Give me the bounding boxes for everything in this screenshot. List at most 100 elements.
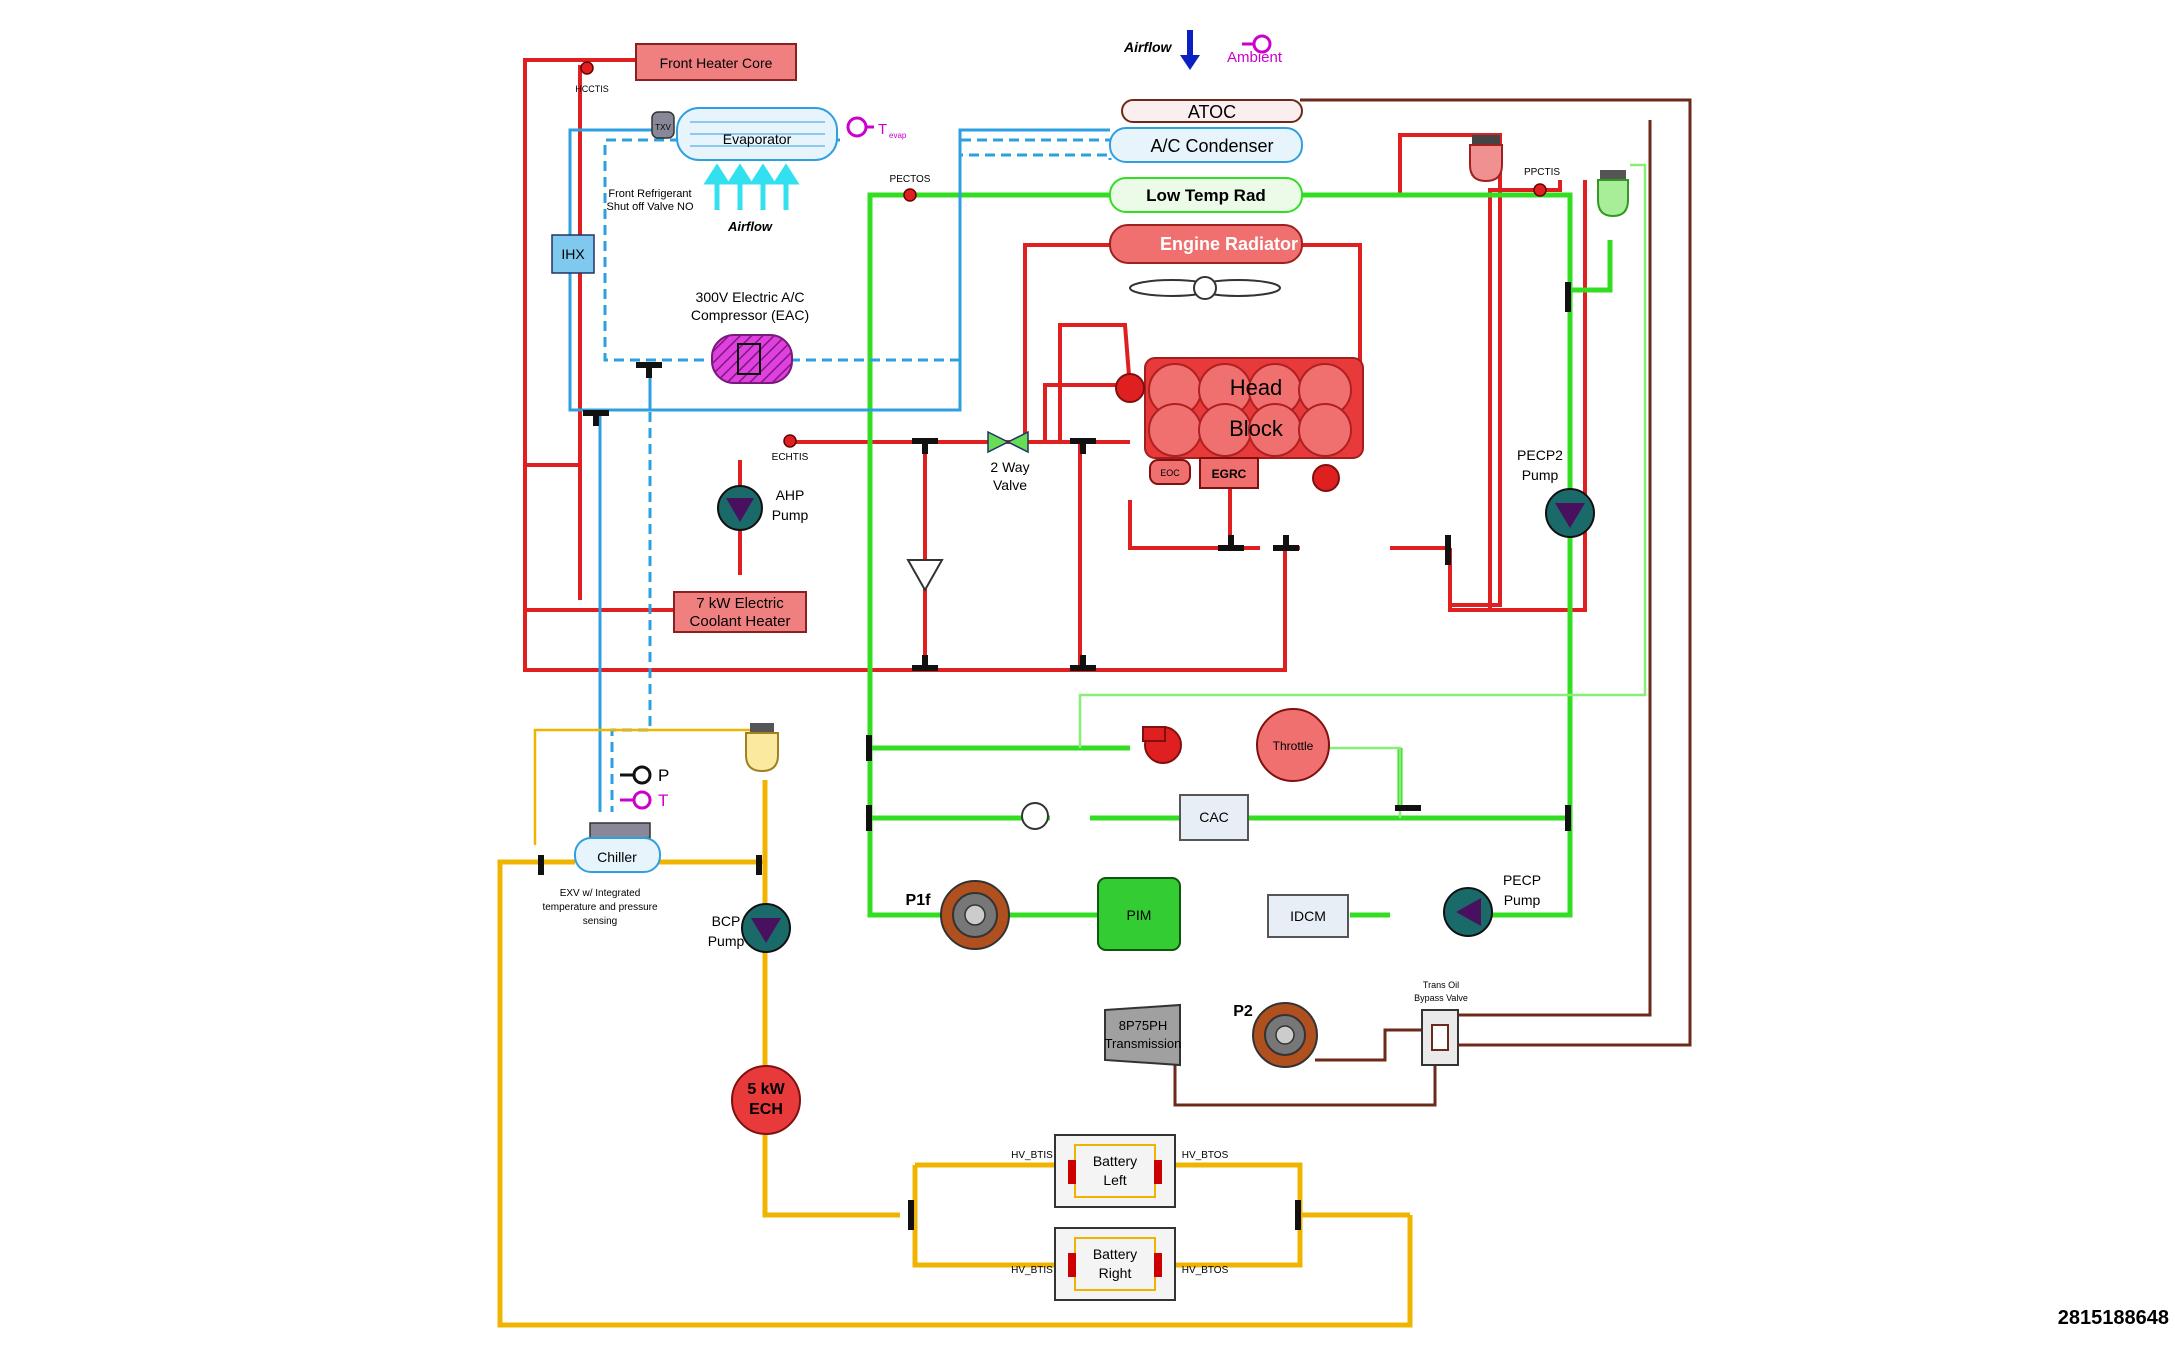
- idcm[interactable]: IDCM: [1267, 894, 1349, 938]
- exv-label-line2: temperature and pressure: [542, 902, 658, 913]
- ech5-label-line1: 5 kW: [747, 1081, 785, 1098]
- figure-id: 2815188648: [2057, 1307, 2169, 1329]
- ppctis-label: PPCTIS: [1524, 167, 1560, 178]
- engine-radiator-label: Engine Radiator: [1160, 234, 1298, 254]
- low-temp-rad-label: Low Temp Rad: [1146, 186, 1266, 205]
- atoc[interactable]: ATOC: [1121, 99, 1303, 123]
- airflow-top-arrow: [1180, 30, 1200, 70]
- txv-label: TXV: [655, 123, 671, 132]
- p1f-label: P1f: [906, 892, 932, 909]
- pectos-label: PECTOS: [890, 174, 931, 185]
- throttle[interactable]: Throttle: [1256, 708, 1330, 782]
- t-evap-sensor: T evap: [846, 116, 907, 140]
- battery-right-label-line2: Right: [1099, 1265, 1132, 1281]
- bcp-label-line1: BCP: [712, 913, 741, 929]
- evaporator[interactable]: Evaporator: [676, 107, 838, 161]
- p-sensor-label: P: [658, 766, 669, 785]
- cac-label: CAC: [1199, 809, 1229, 825]
- battery-left-label-line2: Left: [1103, 1172, 1126, 1188]
- low-temp-rad[interactable]: Low Temp Rad: [1109, 177, 1303, 213]
- hcctis-sensor: HCCTIS: [575, 61, 609, 94]
- p1f-motor[interactable]: P1f: [906, 880, 1010, 950]
- front-heater-core-label: Front Heater Core: [660, 55, 773, 71]
- head-label: Head: [1230, 375, 1283, 400]
- pe-coolant-thin-lines: [1078, 163, 1647, 818]
- hv-btis-1-label: HV_BTIS: [1011, 1150, 1053, 1161]
- eoc-label: EOC: [1160, 468, 1180, 478]
- battery-right[interactable]: Battery Right HV_BTIS HV_BTOS: [1011, 1227, 1229, 1301]
- eoc-cooler[interactable]: EOC: [1149, 459, 1191, 485]
- idcm-label: IDCM: [1290, 908, 1326, 924]
- airflow-top-label: Airflow: [1123, 39, 1173, 55]
- engine-degas-bottle: [1469, 135, 1503, 183]
- battery-right-label-line1: Battery: [1093, 1246, 1137, 1262]
- trans-label-line1: 8P75PH: [1119, 1018, 1167, 1033]
- t-evap-subscript: evap: [889, 131, 907, 140]
- trans-valve-label-line1: Trans Oil: [1423, 980, 1459, 990]
- egrc-label: EGRC: [1212, 467, 1247, 481]
- ech5-label-line2: ECH: [749, 1101, 783, 1118]
- bcp-pump[interactable]: BCP Pump: [708, 903, 791, 953]
- temperature-sensor: T: [620, 790, 668, 810]
- bcp-label-line2: Pump: [708, 933, 745, 949]
- check-valve-cac: [1021, 802, 1049, 830]
- battery-left[interactable]: Battery Left HV_BTIS HV_BTOS: [1011, 1134, 1229, 1208]
- front-heater-core[interactable]: Front Heater Core: [635, 43, 797, 81]
- ech7-label-line2: Coolant Heater: [690, 613, 791, 630]
- eac-compressor-label: 300V Electric A/C Compressor (EAC): [691, 289, 809, 323]
- ech7-label-line1: 7 kW Electric: [696, 595, 784, 612]
- engine-radiator[interactable]: Engine Radiator: [1109, 224, 1303, 264]
- hv-btis-2-label: HV_BTIS: [1011, 1265, 1053, 1276]
- pectos-sensor: PECTOS: [890, 174, 931, 202]
- pressure-sensor: P: [620, 765, 669, 785]
- two-way-valve[interactable]: 2 Way Valve: [987, 430, 1030, 493]
- egrc-cooler[interactable]: EGRC: [1199, 457, 1259, 489]
- airflow-evap-label: Airflow: [727, 219, 773, 234]
- hv-btos-2-label: HV_BTOS: [1182, 1265, 1229, 1276]
- hv-btos-1-label: HV_BTOS: [1182, 1150, 1229, 1161]
- engine-thermostat: [1312, 464, 1340, 492]
- evaporator-label: Evaporator: [723, 131, 792, 147]
- battery-degas-bottle: [745, 723, 779, 773]
- eac-label-line2: Compressor (EAC): [691, 307, 809, 323]
- front-valve-label-line2: Shut off Valve NO: [606, 201, 693, 213]
- electric-coolant-heater-7kw[interactable]: 7 kW Electric Coolant Heater: [673, 591, 807, 633]
- hcctis-label: HCCTIS: [575, 84, 609, 94]
- battery-coolant-lines: [497, 780, 1413, 1328]
- pecp2-label-line2: Pump: [1522, 467, 1559, 483]
- txv-valve[interactable]: TXV: [651, 111, 675, 139]
- ahp-pump-label-line2: Pump: [772, 507, 809, 523]
- pecp2-pump[interactable]: PECP2 Pump: [1517, 447, 1595, 538]
- ech-5kw[interactable]: 5 kW ECH: [731, 1065, 801, 1135]
- refrigerant-dashed-lines: [603, 138, 1112, 812]
- tee-junctions: [538, 282, 1571, 1230]
- echtis-label: ECHTIS: [772, 452, 809, 463]
- pecp-pump[interactable]: PECP Pump: [1443, 872, 1541, 937]
- trans-oil-bypass-valve[interactable]: Trans Oil Bypass Valve: [1414, 980, 1468, 1066]
- front-refrigerant-valve-label: Front Refrigerant Shut off Valve NO: [606, 188, 693, 213]
- two-way-valve-label-line1: 2 Way: [990, 459, 1029, 475]
- ac-condenser[interactable]: A/C Condenser: [1109, 127, 1303, 163]
- cac[interactable]: CAC: [1179, 794, 1249, 841]
- pe-coolant-lines: [867, 192, 1613, 918]
- pim-label: PIM: [1127, 907, 1152, 923]
- pim[interactable]: PIM: [1097, 877, 1181, 951]
- p2-label: P2: [1233, 1003, 1253, 1020]
- eac-compressor[interactable]: [711, 334, 793, 384]
- p2-motor[interactable]: P2: [1233, 1002, 1318, 1068]
- transmission[interactable]: 8P75PH Transmission: [1104, 1003, 1182, 1067]
- exv-label-line3: sensing: [583, 916, 617, 927]
- check-valve: [906, 559, 944, 593]
- front-valve-label-line1: Front Refrigerant: [608, 188, 691, 200]
- echtis-sensor: ECHTIS: [772, 434, 809, 463]
- ahp-pump-label-line1: AHP: [776, 487, 805, 503]
- throttle-label: Throttle: [1273, 739, 1314, 753]
- ahp-pump[interactable]: AHP Pump: [717, 485, 809, 531]
- chiller[interactable]: Chiller: [574, 822, 661, 873]
- ihx[interactable]: IHX: [551, 234, 595, 274]
- turbo-compressor: [1142, 726, 1182, 764]
- engine-head-block[interactable]: Head Block: [1144, 357, 1364, 459]
- battery-left-label-line1: Battery: [1093, 1153, 1137, 1169]
- pecp-label-line1: PECP: [1503, 872, 1541, 888]
